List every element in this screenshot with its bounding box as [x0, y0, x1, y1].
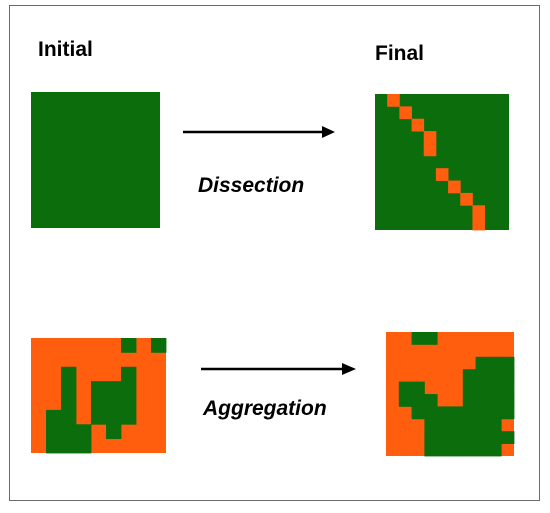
grid-cell: [398, 394, 412, 407]
grid-cell: [61, 409, 77, 425]
grid-cell: [151, 338, 167, 353]
grid-cell: [106, 395, 122, 411]
grid-cell: [61, 424, 77, 440]
grid-cell: [46, 438, 62, 454]
grid-cell: [475, 356, 489, 370]
grid-cell: [424, 431, 438, 444]
grid-cell: [475, 431, 489, 444]
grid-cell: [121, 381, 137, 396]
grid-cell: [501, 394, 515, 407]
grid-cell: [501, 381, 515, 395]
grid-cell: [121, 366, 137, 382]
grid-cell: [501, 406, 515, 420]
grid-cell: [423, 143, 437, 157]
grid-background: [375, 94, 509, 230]
grid-cell: [424, 406, 438, 420]
grid-cell: [91, 395, 107, 411]
grid-cell: [501, 431, 515, 444]
grid-cell: [411, 406, 425, 420]
grid-cell: [76, 438, 92, 454]
grid-cell: [475, 369, 489, 382]
grid-cell: [437, 443, 451, 457]
grid-cell: [501, 369, 515, 382]
grid-cell: [121, 338, 137, 353]
grid-cell: [462, 369, 476, 382]
grid-cell: [437, 406, 451, 420]
grid-cell: [472, 205, 486, 219]
grid-cell: [462, 431, 476, 444]
final-heading: Final: [375, 42, 425, 65]
grid-cell: [462, 394, 476, 407]
grid-cell: [501, 356, 515, 370]
grid-cell: [424, 332, 438, 345]
grid-cell: [46, 409, 62, 425]
grid-cell: [398, 381, 412, 395]
grid-cell: [488, 431, 502, 444]
dissection-final-grid: [375, 94, 509, 231]
dissection-initial-grid: [31, 92, 160, 228]
grid-cell: [106, 424, 122, 440]
grid-cell: [411, 332, 425, 345]
grid-cell: [462, 443, 476, 457]
grid-cell: [411, 394, 425, 407]
grid-cell: [121, 409, 137, 425]
grid-cell: [121, 395, 137, 411]
initial-heading: Initial: [38, 38, 93, 61]
grid-cell: [411, 381, 425, 395]
grid-cell: [460, 192, 473, 206]
grid-cell: [91, 381, 107, 396]
grid-cell: [475, 418, 489, 432]
grid-cell: [472, 217, 486, 231]
grid-cell: [448, 180, 461, 194]
grid-cell: [450, 418, 464, 432]
aggregation-arrow: [201, 363, 356, 375]
grid-cell: [437, 418, 451, 432]
grid-cell: [450, 443, 464, 457]
grid-cell: [424, 418, 438, 432]
grid-cell: [488, 356, 502, 370]
grid-cell: [106, 381, 122, 396]
grid-cell: [488, 406, 502, 420]
grid-cell: [76, 424, 92, 440]
grid-cell: [488, 369, 502, 382]
grid-cell: [61, 366, 77, 382]
dissection-arrow: [183, 126, 335, 138]
grid-cell: [435, 168, 449, 181]
grid-cell: [91, 409, 107, 425]
grid-cell: [475, 381, 489, 395]
grid-cell: [462, 406, 476, 420]
grid-background: [31, 92, 160, 228]
grid-cell: [411, 118, 425, 132]
grid-cell: [475, 406, 489, 420]
grid-cell: [475, 394, 489, 407]
grid-cell: [423, 131, 437, 144]
grid-cell: [462, 418, 476, 432]
grid-cell: [488, 443, 502, 457]
grid-cell: [475, 443, 489, 457]
grid-cell: [399, 106, 412, 120]
aggregation-final-grid: [386, 332, 515, 457]
aggregation-label: Aggregation: [203, 397, 327, 420]
grid-cell: [424, 443, 438, 457]
grid-cell: [437, 431, 451, 444]
grid-cell: [46, 424, 62, 440]
grid-cell: [61, 438, 77, 454]
grid-cell: [488, 381, 502, 395]
grid-cell: [424, 394, 438, 407]
aggregation-initial-grid: [31, 338, 167, 454]
grid-cell: [387, 94, 400, 107]
grid-cell: [450, 431, 464, 444]
grid-cell: [61, 395, 77, 411]
grid-cell: [488, 418, 502, 432]
grid-cell: [462, 381, 476, 395]
grid-cell: [106, 409, 122, 425]
grid-cell: [61, 381, 77, 396]
grid-cell: [488, 394, 502, 407]
dissection-label: Dissection: [198, 174, 305, 197]
grid-cell: [450, 406, 464, 420]
